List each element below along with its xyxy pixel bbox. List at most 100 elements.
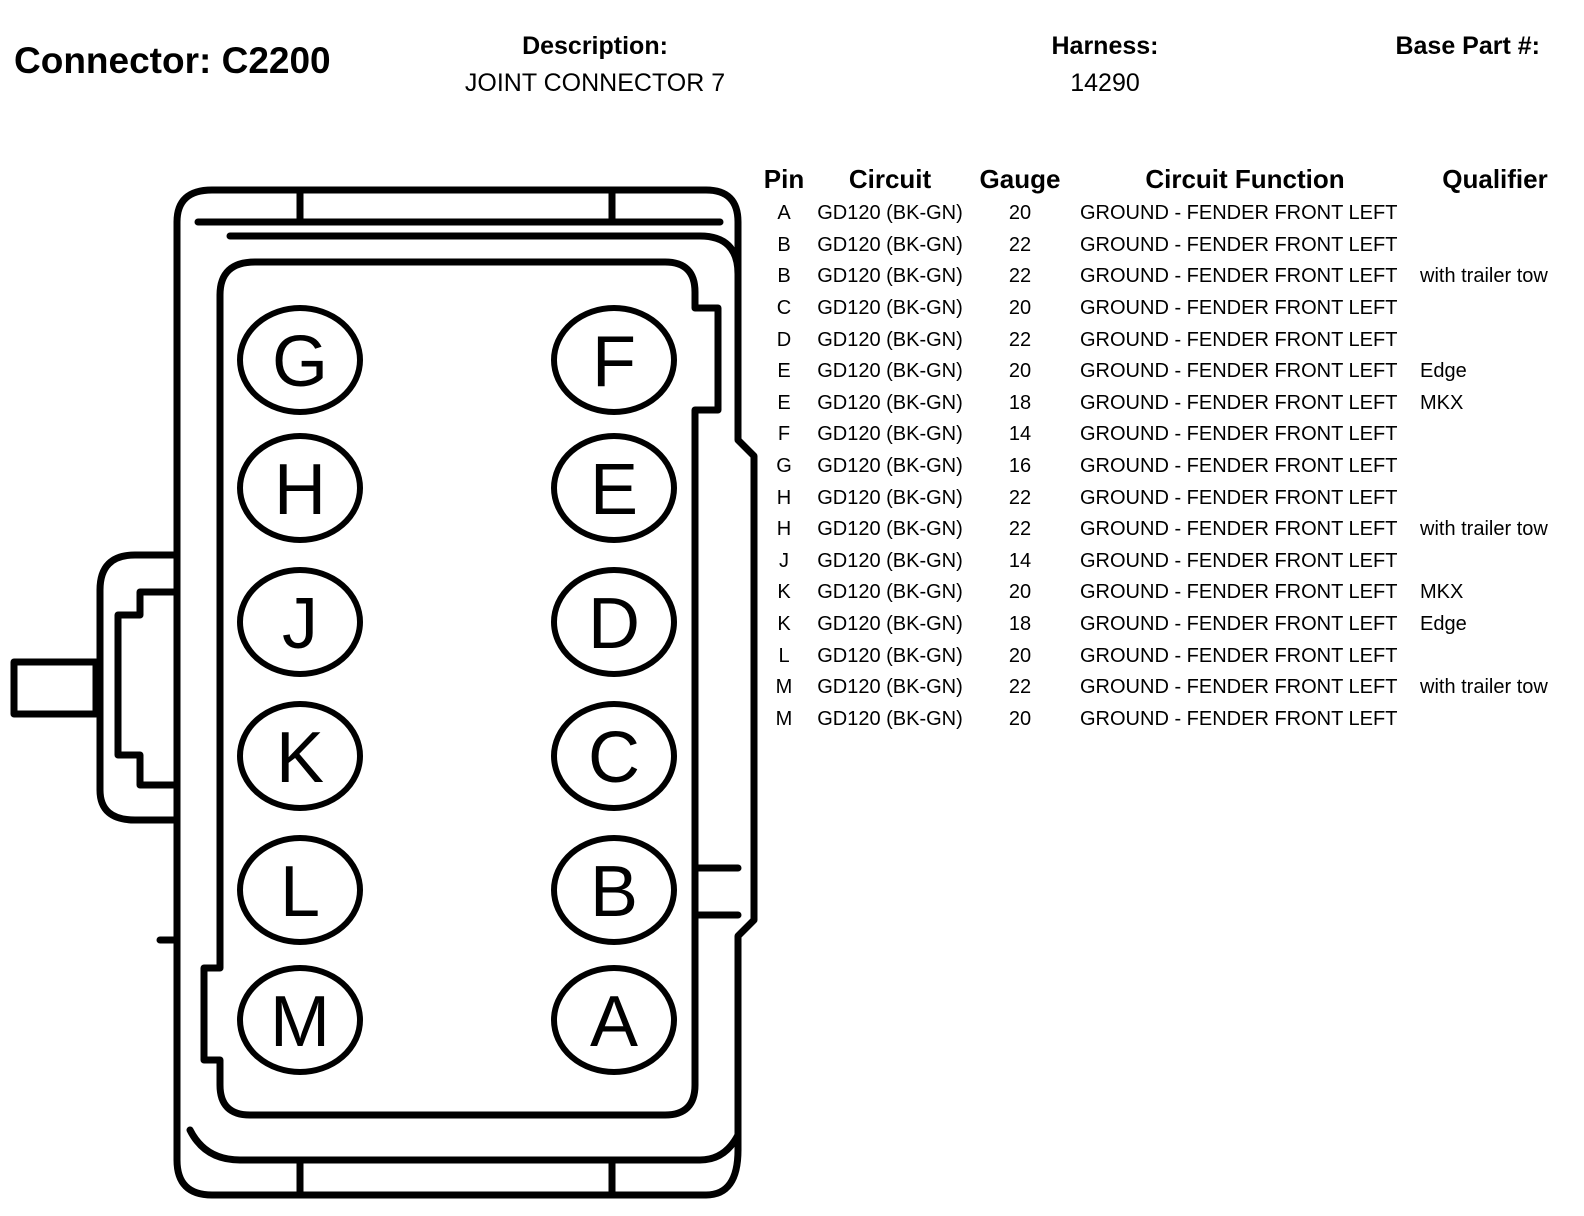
cell-gauge: 22 [1008,676,1032,699]
cell-circuit-function: GROUND - FENDER FRONT LEFT [1080,455,1398,478]
cell-gauge: 20 [1008,707,1032,730]
pin-circle [551,835,677,945]
cell-circuit: GD120 (BK-GN) [817,644,963,667]
cell-gauge: 14 [1008,549,1032,572]
pin-cavity-c: C [551,701,677,811]
cell-qualifier [1420,230,1570,262]
pin-cavity-m: M [237,965,363,1075]
pin-circle [551,305,677,415]
pin-label: L [280,852,320,932]
pin-label: E [590,450,638,530]
pin-label: H [274,450,326,530]
housing-mid [226,232,742,278]
pin-label: C [588,718,640,798]
right-latch [691,864,742,919]
connector-title: Connector: C2200 [14,40,331,81]
cell-circuit-function: GROUND - FENDER FRONT LEFT [1080,613,1398,636]
cell-circuit: GD120 (BK-GN) [817,613,963,636]
cell-circuit-function: GROUND - FENDER FRONT LEFT [1080,233,1398,256]
pin-circle [551,433,677,543]
pin-circle [237,701,363,811]
pin-table: Pin Circuit Gauge Circuit Function Quali… [758,160,1570,735]
cell-pin: K [777,581,791,604]
cell-qualifier [1420,451,1570,483]
cell-qualifier [1420,198,1570,230]
cell-pin: L [778,644,790,667]
pin-label: A [590,982,638,1062]
pin-circle [237,567,363,677]
cell-pin: J [779,549,789,572]
cell-pin: K [777,613,791,636]
cell-gauge: 22 [1008,328,1032,351]
cell-qualifier [1420,640,1570,672]
base-part-label: Base Part #: [1395,32,1540,60]
housing-inner [200,258,722,1119]
header-circuit: Circuit [848,163,932,194]
pin-cavity-l: L [237,835,363,945]
pin-label: M [270,982,330,1062]
pin-cavity-e: E [551,433,677,543]
cell-circuit: GD120 (BK-GN) [817,202,963,225]
cell-circuit: GD120 (BK-GN) [817,423,963,446]
cell-pin: G [776,455,792,478]
pin-cavity-d: D [551,567,677,677]
cell-gauge: 22 [1008,265,1032,288]
cell-qualifier: MKX [1420,391,1464,414]
cell-circuit-function: GROUND - FENDER FRONT LEFT [1080,360,1398,383]
cell-circuit-function: GROUND - FENDER FRONT LEFT [1080,486,1398,509]
description-label: Description: [522,32,668,60]
cell-gauge: 20 [1008,644,1032,667]
cell-circuit-function: GROUND - FENDER FRONT LEFT [1080,549,1398,572]
pin-label: G [272,322,328,402]
pin-circle [551,567,677,677]
harness-value: 14290 [1070,69,1140,97]
cell-qualifier: Edge [1420,360,1467,383]
cell-pin: F [777,423,791,446]
pin-label: F [592,322,636,402]
cell-qualifier [1420,419,1570,451]
cell-circuit-function: GROUND - FENDER FRONT LEFT [1080,707,1398,730]
pin-circle [237,965,363,1075]
cell-pin: M [775,707,793,730]
cell-pin: A [777,202,791,225]
table-row: M GD120 (BK-GN) 20 GROUND - FENDER FRONT LE… [758,704,1570,736]
cell-circuit-function: GROUND - FENDER FRONT LEFT [1080,644,1398,667]
pin-label: K [276,718,324,798]
cell-qualifier: with trailer tow [1420,265,1548,288]
cell-circuit: GD120 (BK-GN) [817,676,963,699]
cell-circuit: GD120 (BK-GN) [817,549,963,572]
cell-gauge: 22 [1008,518,1032,541]
cell-gauge: 20 [1008,360,1032,383]
pin-label: J [282,584,318,664]
cell-gauge: 20 [1008,297,1032,320]
pin-circle [551,701,677,811]
cell-pin: E [777,391,791,414]
cell-circuit: GD120 (BK-GN) [817,707,963,730]
cell-pin: H [776,518,792,541]
pin-cavity-h: H [237,433,363,543]
cell-pin: H [776,486,792,509]
pin-cavity-k: K [237,701,363,811]
cell-circuit: GD120 (BK-GN) [817,265,963,288]
cell-qualifier: with trailer tow [1420,676,1548,699]
cell-circuit: GD120 (BK-GN) [817,297,963,320]
cell-circuit-function: GROUND - FENDER FRONT LEFT [1080,518,1398,541]
description-block: Description: JOINT CONNECTOR 7 [440,32,750,98]
header-gauge: Gauge [979,163,1061,194]
pin-label: B [590,852,638,932]
cell-circuit-function: GROUND - FENDER FRONT LEFT [1080,328,1398,351]
pin-cavity-f: F [551,305,677,415]
cell-qualifier [1420,704,1570,736]
cell-circuit: GD120 (BK-GN) [817,455,963,478]
header-qualifier: Qualifier [1442,163,1548,194]
cell-pin: D [776,328,792,351]
